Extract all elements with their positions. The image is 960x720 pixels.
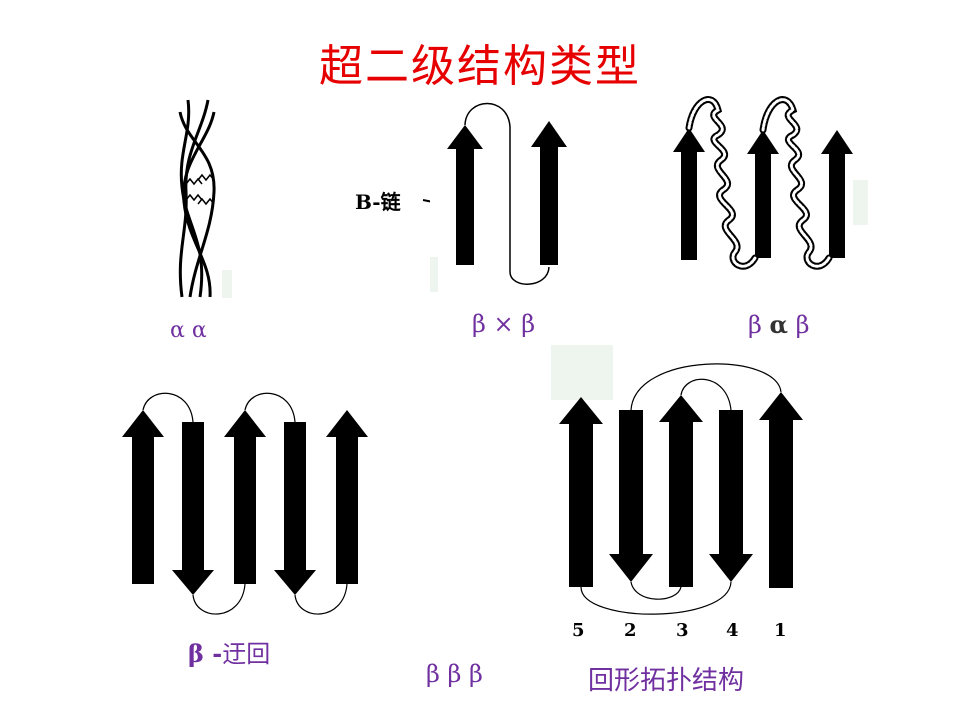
beta-meander-diagram xyxy=(118,392,368,620)
beta-beta-beta-label: β β β xyxy=(426,660,483,688)
greek-key-strand-numbers: 5 2 3 4 1 xyxy=(572,620,802,644)
beta-alpha-beta-post: β xyxy=(795,311,810,339)
beta-alpha-beta-diagram xyxy=(663,80,868,302)
alpha-alpha-diagram xyxy=(160,92,240,307)
greek-key-label: 回形拓扑结构 xyxy=(588,666,745,696)
coiled-coil-drawing xyxy=(178,99,232,298)
alpha-alpha-label: α α xyxy=(170,318,207,343)
strand-number-1: 1 xyxy=(774,620,787,641)
beta-alpha-beta-pre: β xyxy=(748,311,762,339)
beta-alpha-beta-drawing xyxy=(673,96,868,270)
slide-title: 超二级结构类型 xyxy=(319,41,641,92)
beta-meander-prefix: β - xyxy=(188,639,223,668)
beta-alpha-beta-alpha: α xyxy=(769,310,788,339)
beta-meander-drawing xyxy=(122,392,368,615)
strand-number-5: 5 xyxy=(572,620,585,641)
strand-number-2: 2 xyxy=(624,620,637,641)
beta-meander-text: 迂回 xyxy=(222,640,271,668)
beta-x-beta-diagram xyxy=(430,97,570,297)
greek-key-diagram xyxy=(551,342,803,615)
beta-x-beta-label: β × β xyxy=(472,310,536,338)
strand-number-3: 3 xyxy=(676,620,689,641)
beta-x-beta-drawing xyxy=(430,102,567,292)
b-chain-text: B-链 xyxy=(355,190,401,214)
strand-number-4: 4 xyxy=(726,620,739,641)
beta-meander-label: β -迂回 xyxy=(188,634,270,669)
beta-alpha-beta-label: β α β xyxy=(748,310,810,339)
greek-key-drawing xyxy=(551,345,803,615)
b-chain-label: B-链 xyxy=(355,186,401,215)
